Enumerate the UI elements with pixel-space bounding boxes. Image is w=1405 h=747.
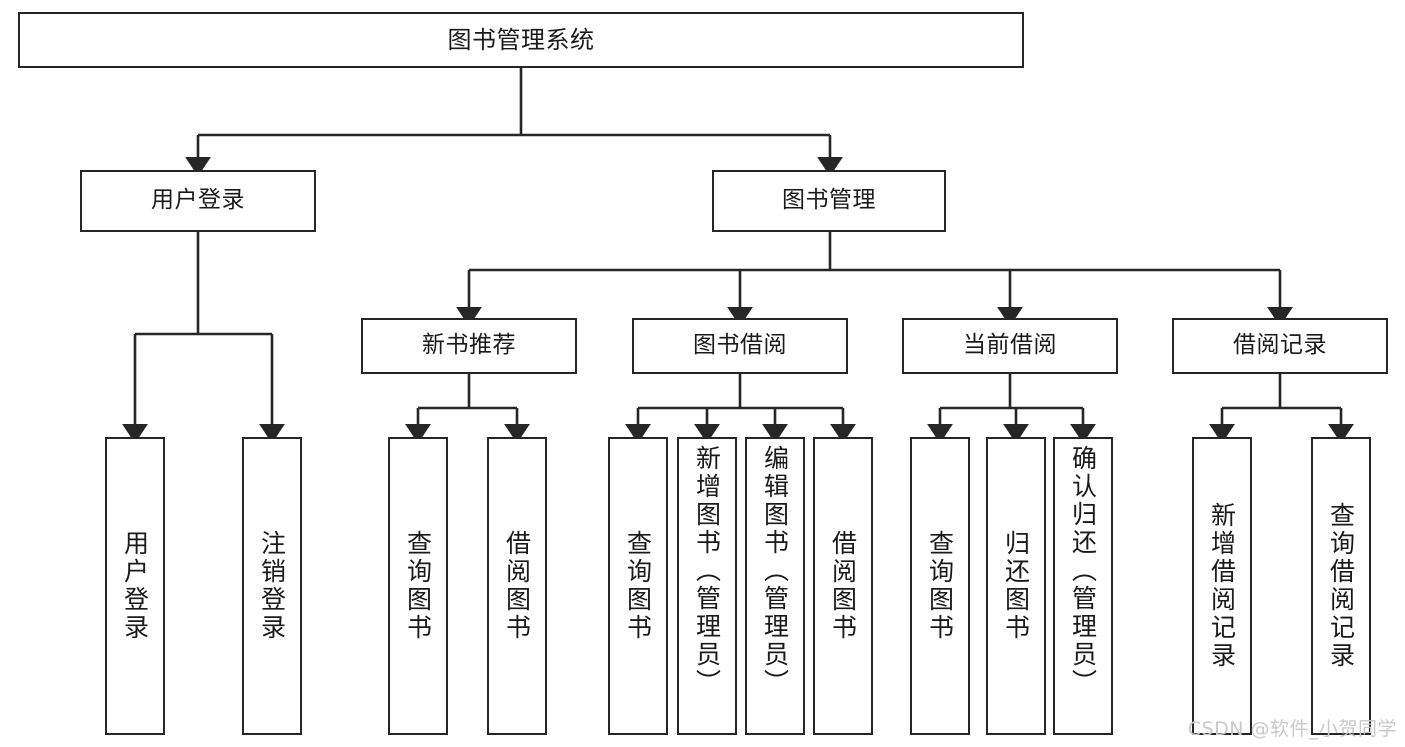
node-leaf-query-book-recommend-label: 查询图书 [403, 530, 433, 642]
node-leaf-edit-book-admin-label: 编辑图书（管理员） [760, 445, 790, 697]
node-leaf-borrow-book-recommend[interactable]: 借阅图书 [487, 437, 547, 735]
node-leaf-logout-label: 注销登录 [257, 530, 287, 642]
csdn-watermark: CSDN @软件_小贺同学 [1187, 718, 1397, 740]
node-leaf-add-borrow-record-label: 新增借阅记录 [1207, 502, 1237, 670]
node-leaf-confirm-return-admin-label: 确认归还（管理员） [1068, 445, 1098, 697]
node-leaf-add-book-admin-label: 新增图书（管理员） [692, 445, 722, 697]
node-leaf-query-borrow-record[interactable]: 查询借阅记录 [1311, 437, 1371, 735]
node-leaf-query-book-borrow[interactable]: 查询图书 [608, 437, 668, 735]
node-borrow-records[interactable]: 借阅记录 [1172, 318, 1388, 374]
node-leaf-borrow-book-label: 借阅图书 [828, 530, 858, 642]
node-new-book-recommend-label: 新书推荐 [422, 332, 516, 359]
node-root-label: 图书管理系统 [447, 25, 595, 54]
node-leaf-return-book[interactable]: 归还图书 [986, 437, 1046, 735]
node-book-manage-label: 图书管理 [782, 187, 876, 214]
node-leaf-query-book-recommend[interactable]: 查询图书 [388, 437, 448, 735]
node-leaf-edit-book-admin[interactable]: 编辑图书（管理员） [745, 437, 805, 735]
node-leaf-borrow-book-recommend-label: 借阅图书 [502, 530, 532, 642]
node-current-borrow-label: 当前借阅 [963, 332, 1057, 359]
node-leaf-query-book-current[interactable]: 查询图书 [910, 437, 970, 735]
node-root[interactable]: 图书管理系统 [18, 12, 1024, 68]
node-book-manage[interactable]: 图书管理 [712, 170, 946, 232]
node-leaf-user-login[interactable]: 用户登录 [105, 437, 165, 735]
node-leaf-return-book-label: 归还图书 [1001, 530, 1031, 642]
node-leaf-add-borrow-record[interactable]: 新增借阅记录 [1192, 437, 1252, 735]
node-book-borrow[interactable]: 图书借阅 [632, 318, 848, 374]
node-leaf-query-book-current-label: 查询图书 [925, 530, 955, 642]
node-leaf-add-book-admin[interactable]: 新增图书（管理员） [677, 437, 737, 735]
node-leaf-user-login-label: 用户登录 [120, 530, 150, 642]
node-borrow-records-label: 借阅记录 [1233, 332, 1327, 359]
node-user-login[interactable]: 用户登录 [80, 170, 316, 232]
node-leaf-confirm-return-admin[interactable]: 确认归还（管理员） [1053, 437, 1113, 735]
node-user-login-label: 用户登录 [151, 187, 245, 214]
node-current-borrow[interactable]: 当前借阅 [902, 318, 1118, 374]
node-new-book-recommend[interactable]: 新书推荐 [361, 318, 577, 374]
node-leaf-query-borrow-record-label: 查询借阅记录 [1326, 502, 1356, 670]
node-leaf-query-book-borrow-label: 查询图书 [623, 530, 653, 642]
node-leaf-borrow-book[interactable]: 借阅图书 [813, 437, 873, 735]
node-leaf-logout[interactable]: 注销登录 [242, 437, 302, 735]
node-book-borrow-label: 图书借阅 [693, 332, 787, 359]
